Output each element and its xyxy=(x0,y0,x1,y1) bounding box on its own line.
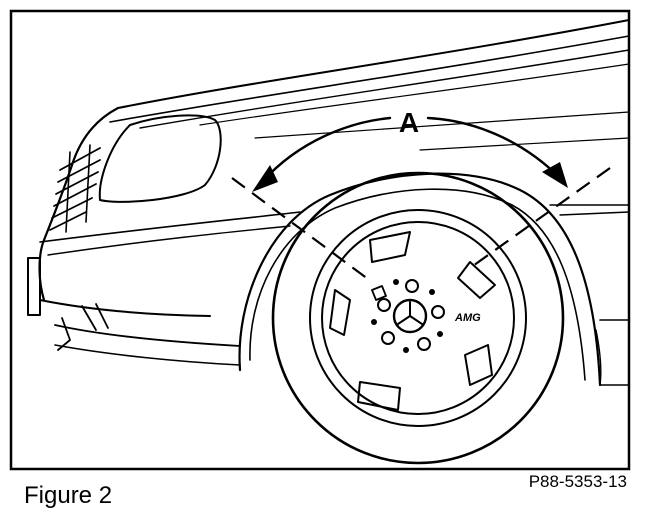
angle-arc xyxy=(260,116,392,184)
dashed-line-left xyxy=(231,177,373,283)
rim xyxy=(321,221,515,415)
dashed-line-right xyxy=(469,167,611,269)
figure-caption: Figure 2 xyxy=(24,482,112,509)
arrow-right xyxy=(542,162,568,188)
reference-code: P88-5353-13 xyxy=(529,472,627,491)
grille xyxy=(49,144,101,233)
angle-a-indicator: A xyxy=(231,107,611,283)
hub-cap xyxy=(392,298,428,334)
figure-frame xyxy=(9,9,631,471)
mercedes-star xyxy=(397,301,423,325)
rim-windows xyxy=(329,231,496,411)
wheel-logo: AMG xyxy=(454,312,481,324)
angle-label: A xyxy=(399,107,419,138)
tire-outer xyxy=(271,171,565,465)
tire-inner xyxy=(309,209,527,427)
arrow-left xyxy=(252,165,278,192)
lug-nuts xyxy=(377,279,445,351)
wheel: AMG xyxy=(271,171,565,465)
